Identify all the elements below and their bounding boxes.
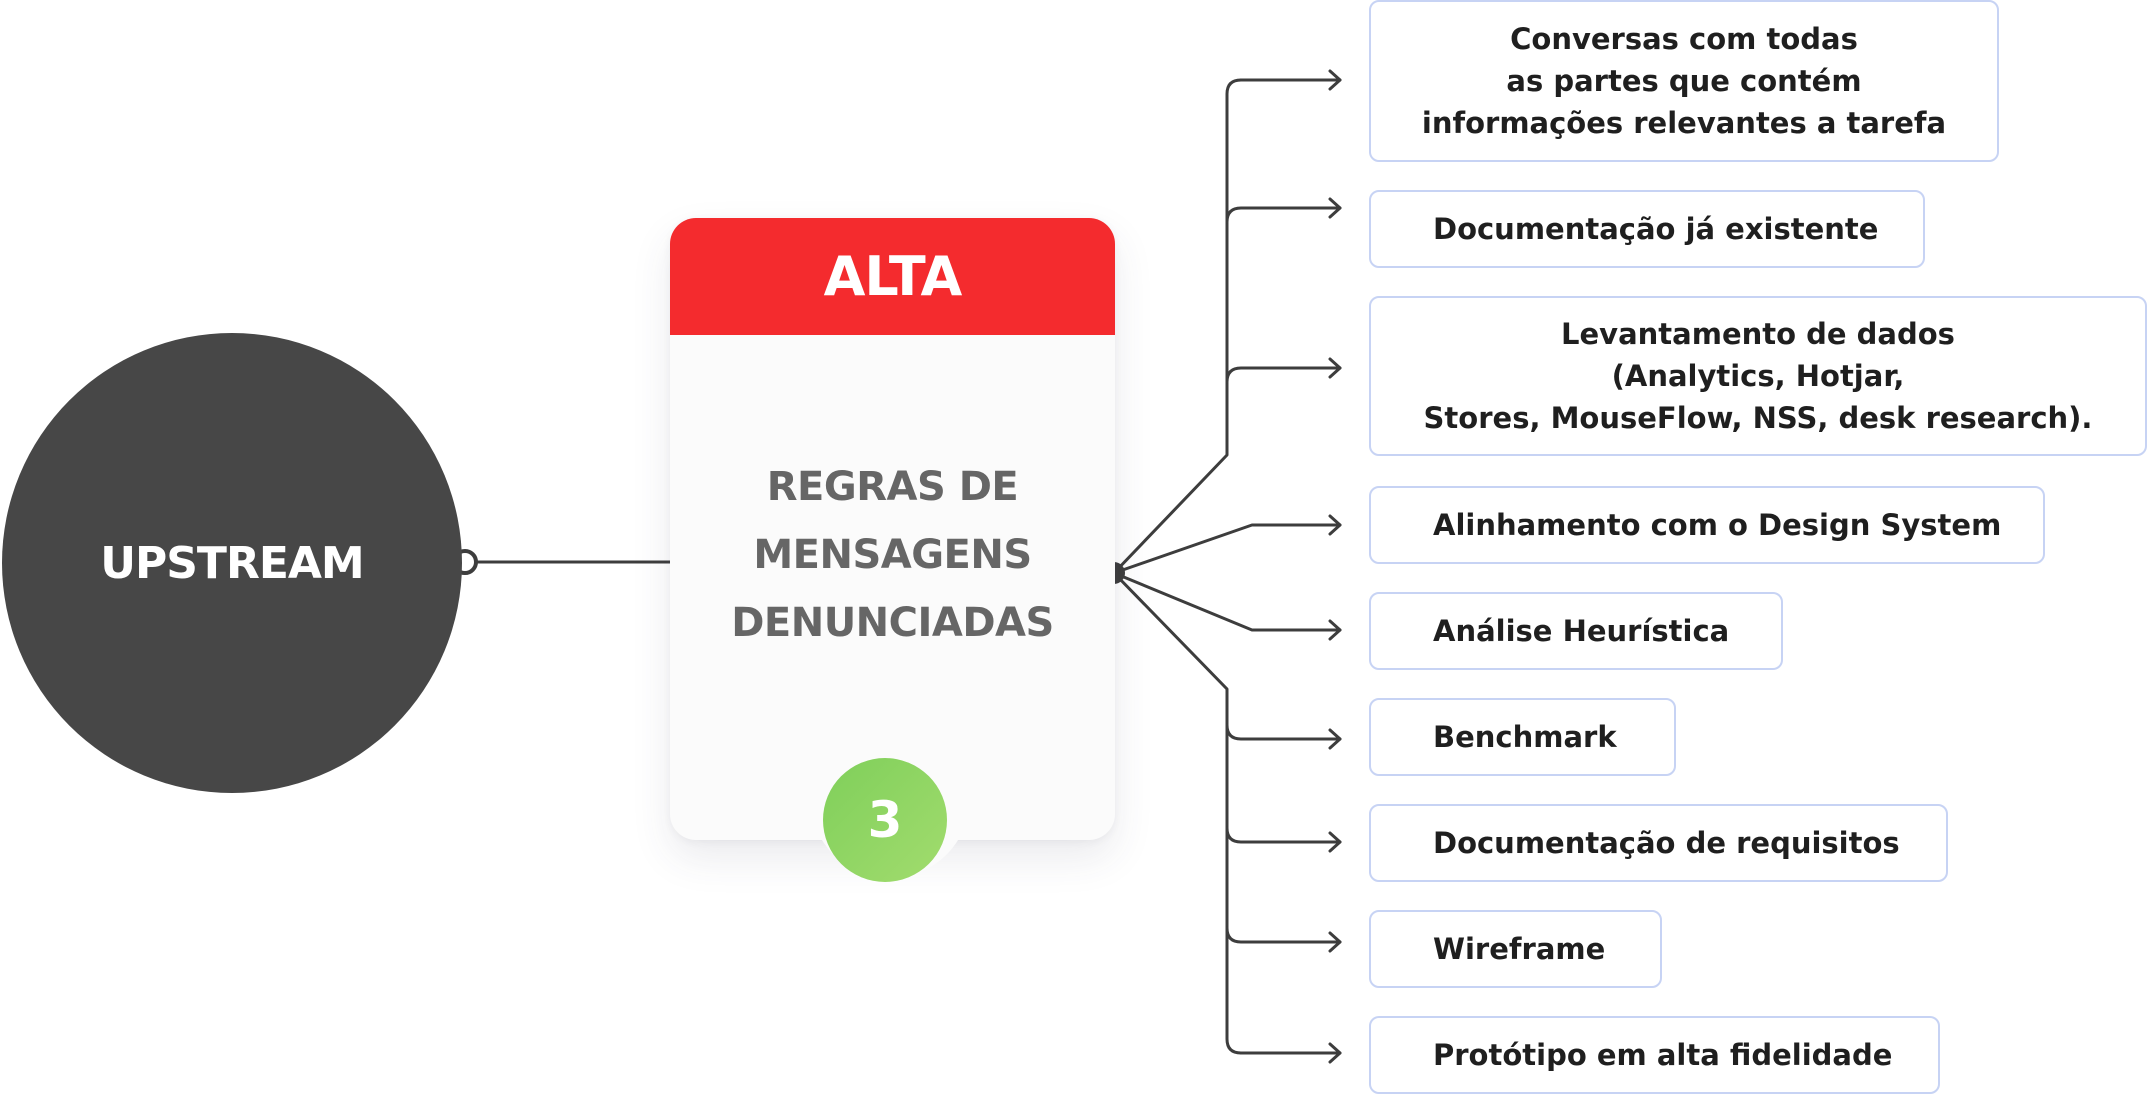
task-title: REGRAS DE MENSAGENS DENUNCIADAS: [670, 453, 1115, 657]
arrowhead-2: [1328, 357, 1342, 379]
task-card: ALTA REGRAS DE MENSAGENS DENUNCIADAS: [670, 218, 1115, 878]
step-box-analise-heuristica: Análise Heurística: [1369, 592, 1783, 670]
arrowhead-6: [1328, 831, 1342, 853]
lower-trunk: [1112, 571, 1243, 1055]
arrowhead-1: [1328, 197, 1342, 219]
branch-7: [1225, 926, 1342, 944]
step-label-design-system: Alinhamento com o Design System: [1433, 508, 2002, 542]
upstream-label: UPSTREAM: [100, 537, 364, 589]
step-box-prototipo: Protótipo em alta fidelidade: [1369, 1016, 1940, 1094]
step-label-conversas: Conversas com todas as partes que contém…: [1421, 22, 1947, 140]
arrowhead-4: [1328, 619, 1342, 641]
step-label-prototipo: Protótipo em alta fidelidade: [1433, 1038, 1893, 1072]
step-box-wireframe: Wireframe: [1369, 910, 1662, 988]
step-box-requisitos: Documentação de requisitos: [1369, 804, 1948, 882]
branch-3: [1112, 523, 1342, 575]
step-label-requisitos: Documentação de requisitos: [1433, 826, 1900, 860]
step-label-documentacao-existente: Documentação já existente: [1433, 212, 1879, 246]
priority-header: ALTA: [670, 218, 1115, 335]
upstream-node: UPSTREAM: [2, 333, 462, 793]
step-label-benchmark: Benchmark: [1433, 720, 1617, 754]
branch-4: [1112, 571, 1342, 632]
step-box-benchmark: Benchmark: [1369, 698, 1676, 776]
branch-1: [1225, 206, 1342, 224]
step-box-documentacao-existente: Documentação já existente: [1369, 190, 1925, 268]
step-label-analise-heuristica: Análise Heurística: [1433, 614, 1730, 648]
step-box-design-system: Alinhamento com o Design System: [1369, 486, 2045, 564]
arrowhead-8: [1328, 1042, 1342, 1064]
step-box-conversas: Conversas com todas as partes que contém…: [1369, 0, 1999, 162]
arrowhead-5: [1328, 728, 1342, 750]
branch-5: [1225, 723, 1342, 741]
branch-6: [1225, 826, 1342, 844]
arrowhead-0: [1328, 69, 1342, 91]
step-count-number: 3: [867, 791, 903, 849]
step-label-levantamento: Levantamento de dados (Analytics, Hotjar…: [1423, 317, 2093, 435]
step-count-badge: 3: [823, 758, 947, 882]
arrowhead-3: [1328, 514, 1342, 536]
priority-label: ALTA: [823, 245, 963, 308]
step-box-levantamento: Levantamento de dados (Analytics, Hotjar…: [1369, 296, 2147, 456]
step-label-wireframe: Wireframe: [1433, 932, 1606, 966]
branch-2: [1225, 366, 1342, 384]
upper-trunk: [1112, 78, 1243, 575]
task-title-text: REGRAS DE MENSAGENS DENUNCIADAS: [731, 464, 1054, 646]
arrowhead-7: [1328, 931, 1342, 953]
